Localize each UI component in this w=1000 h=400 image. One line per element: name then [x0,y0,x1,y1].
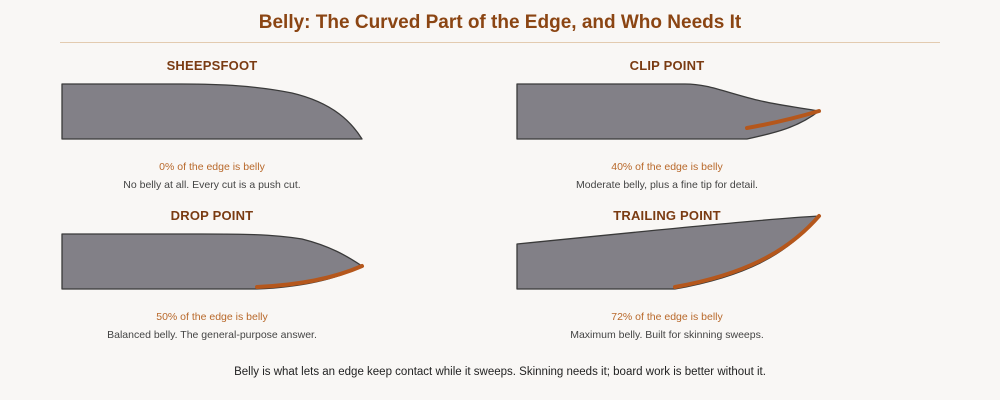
blade-description: Balanced belly. The general-purpose answ… [107,329,317,341]
title-divider [60,42,940,43]
blade-body [516,215,820,290]
blade-description: No belly at all. Every cut is a push cut… [123,179,301,191]
belly-stat: 72% of the edge is belly [611,311,723,323]
blade-description: Moderate belly, plus a fine tip for deta… [576,179,758,191]
blade-body [516,83,820,140]
panel-title: CLIP POINT [629,58,705,73]
belly-stat: 40% of the edge is belly [611,161,723,173]
blade-body [61,83,363,140]
belly-edge [745,109,821,130]
belly-stat: 0% of the edge is belly [159,161,265,173]
panel-title: DROP POINT [170,208,254,223]
panel-title: SHEEPSFOOT [166,58,258,73]
sheepsfoot-blade [61,83,363,140]
panel-title: TRAILING POINT [613,208,721,223]
belly-edge [255,264,364,289]
belly-edge [673,214,821,289]
page-title: Belly: The Curved Part of the Edge, and … [258,12,742,33]
blade-description: Maximum belly. Built for skinning sweeps… [570,329,764,341]
belly-stat: 50% of the edge is belly [156,311,268,323]
footer-note: Belly is what lets an edge keep contact … [234,366,766,378]
trailing-point-blade [516,214,821,290]
drop-point-blade [61,233,364,290]
clip-point-blade [516,83,821,140]
